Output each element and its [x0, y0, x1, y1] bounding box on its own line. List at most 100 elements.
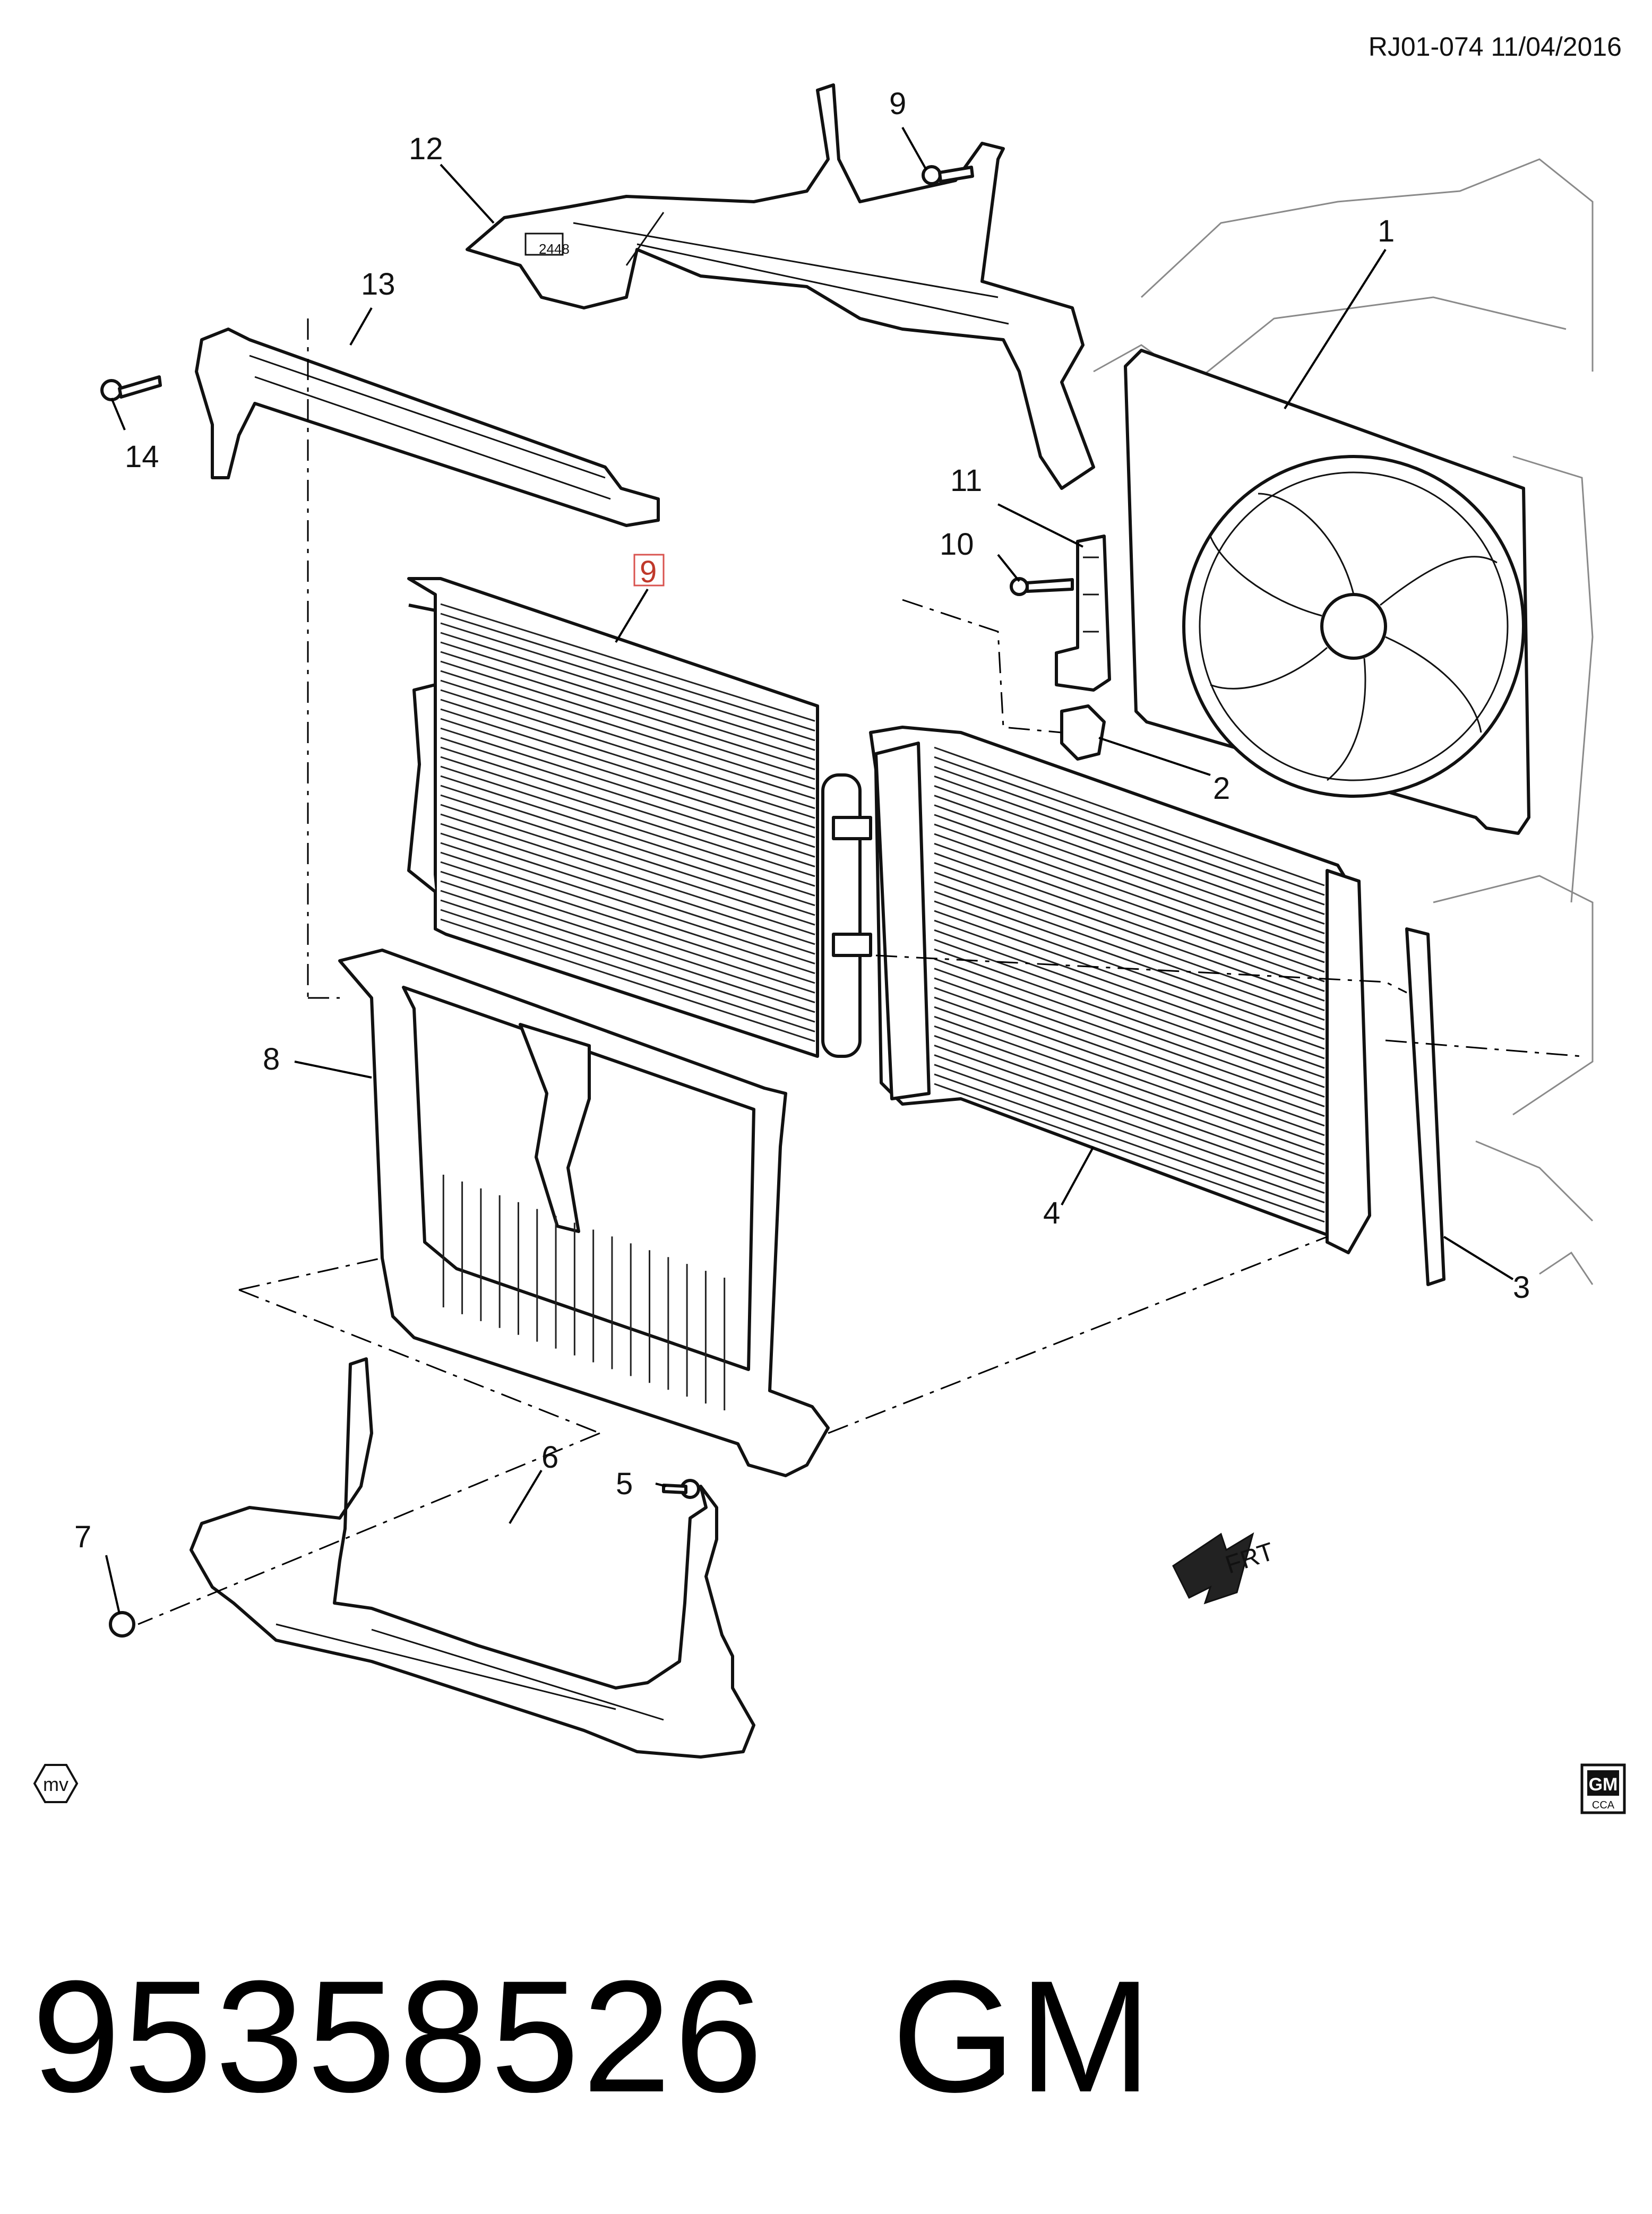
- fin-line: [934, 948, 1325, 1088]
- fin-line: [440, 918, 815, 1043]
- fin-line: [934, 833, 1325, 973]
- fin-line: [934, 823, 1325, 963]
- fin-line: [934, 862, 1325, 1002]
- fin-line: [440, 603, 815, 722]
- brand-name: GM: [892, 1947, 1155, 2125]
- fin-line: [440, 708, 815, 829]
- callout-11: 11: [950, 463, 982, 498]
- fin-line: [934, 891, 1325, 1031]
- callout-10: 10: [940, 527, 974, 562]
- fin-line: [440, 727, 815, 848]
- fin-line: [934, 765, 1325, 906]
- fin-line: [934, 881, 1325, 1021]
- fin-line: [440, 890, 815, 1013]
- part-8-radiator-support-frame: [338, 949, 830, 1477]
- fin-line: [440, 871, 815, 994]
- fin-line: [440, 641, 815, 761]
- vehicle-structure-outline: [1093, 158, 1594, 1285]
- fin-line: [440, 842, 815, 964]
- fin-line: [934, 929, 1325, 1069]
- fin-line: [934, 910, 1325, 1050]
- part-5-bolt: [662, 1479, 700, 1499]
- part-6-lower-air-deflector: [190, 1357, 755, 1759]
- part-9-condenser: [407, 577, 872, 1058]
- part-4-radiator: [869, 726, 1371, 1254]
- fin-line: [440, 699, 815, 819]
- fin-line: [440, 813, 815, 935]
- callout-8: 8: [263, 1042, 280, 1076]
- fin-line: [440, 861, 815, 984]
- fin-line: [934, 900, 1325, 1040]
- fin-line: [440, 851, 815, 975]
- frame-louvers: [442, 1174, 726, 1411]
- fin-line: [934, 842, 1325, 983]
- fin-line: [934, 996, 1325, 1136]
- fin-line: [934, 1064, 1325, 1204]
- callout-12: 12: [409, 132, 443, 166]
- part-1-cooling-fan-assembly: [1124, 349, 1530, 835]
- fin-line: [440, 718, 815, 839]
- fin-line: [440, 775, 815, 897]
- gm-logo-text: GM: [1589, 1774, 1618, 1795]
- fin-line: [934, 968, 1325, 1108]
- fin-line: [440, 804, 815, 926]
- fin-line: [934, 785, 1325, 925]
- callout-2: 2: [1213, 771, 1230, 806]
- callout-4: 4: [1043, 1196, 1060, 1230]
- fin-line: [440, 679, 815, 800]
- fin-line: [934, 1054, 1325, 1194]
- callout-9-highlight-box: [633, 554, 665, 587]
- fin-line: [934, 1083, 1325, 1223]
- fin-line: [440, 613, 815, 732]
- fin-line: [934, 1073, 1325, 1213]
- fin-line: [440, 746, 815, 868]
- part-10-bolt: [1010, 577, 1074, 596]
- fin-line: [440, 622, 815, 742]
- fan-blades: [1209, 493, 1498, 781]
- fin-line: [440, 880, 815, 1003]
- front-direction-indicator: FRT: [1172, 1532, 1277, 1605]
- fin-line: [934, 958, 1325, 1098]
- callout-5: 5: [616, 1467, 633, 1501]
- callout-numbers: 1 2 3 4 5 6 7 8 9 9 10 11 12 13 14: [74, 87, 1530, 1554]
- fin-line: [440, 756, 815, 877]
- part-14-fastener: [100, 375, 162, 401]
- part-2-radiator-insulator: [1060, 704, 1106, 761]
- part-13-radiator-baffle: [195, 328, 660, 527]
- callout-3: 3: [1513, 1270, 1530, 1305]
- fin-line: [934, 804, 1325, 944]
- fin-line: [440, 765, 815, 887]
- fin-line: [440, 899, 815, 1023]
- fin-line: [440, 651, 815, 771]
- fin-line: [440, 737, 815, 858]
- fin-line: [934, 746, 1325, 886]
- radiator-fins: [934, 746, 1325, 1223]
- bracket-number: 2448: [539, 241, 570, 257]
- fin-line: [440, 832, 815, 955]
- callout-13: 13: [361, 267, 395, 301]
- fin-line: [440, 670, 815, 790]
- fin-line: [440, 909, 815, 1032]
- fin-line: [934, 1006, 1325, 1146]
- part-12-upper-air-deflector: 2448: [466, 83, 1095, 490]
- alignment-lines: [137, 318, 1582, 1625]
- callout-9-condenser: 9: [640, 555, 657, 589]
- fin-line: [440, 632, 815, 751]
- part-3-air-seal: [1405, 927, 1446, 1286]
- fin-line: [934, 919, 1325, 1059]
- diagram-code: RJ01-074 11/04/2016: [1369, 32, 1622, 62]
- callout-14: 14: [125, 440, 159, 474]
- fin-line: [934, 977, 1325, 1117]
- fin-line: [440, 794, 815, 916]
- fin-line: [934, 1025, 1325, 1165]
- callout-6: 6: [541, 1440, 558, 1475]
- fin-line: [934, 1035, 1325, 1175]
- part-9-bolt-top: [922, 165, 974, 185]
- fin-line: [934, 1015, 1325, 1156]
- fin-line: [440, 823, 815, 945]
- gm-logo: GM CCA: [1580, 1763, 1626, 1814]
- part-number: 95358526: [32, 1947, 766, 2125]
- fin-line: [934, 872, 1325, 1011]
- part-11-radiator-bracket: [1055, 535, 1111, 692]
